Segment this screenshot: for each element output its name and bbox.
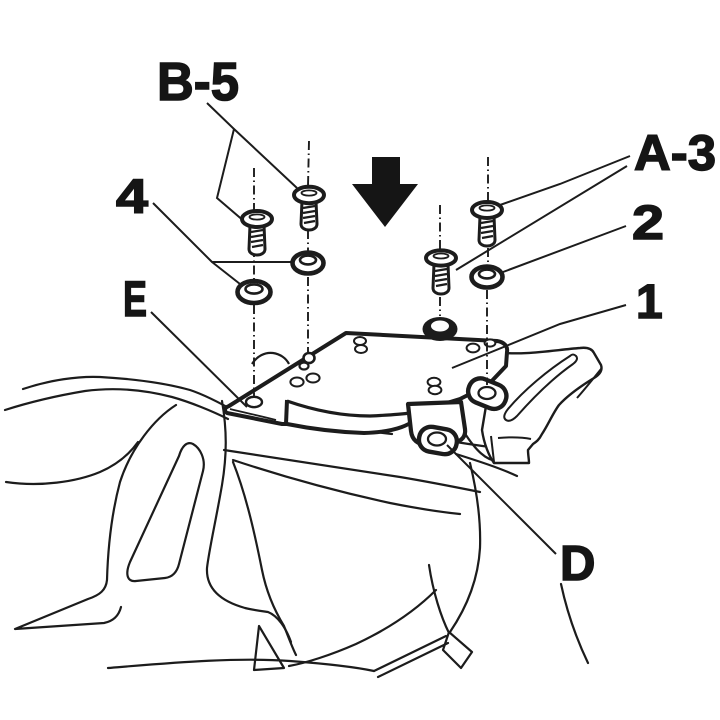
svg-text:B-5: B-5 [157,52,239,112]
svg-text:4: 4 [116,171,148,224]
svg-text:A-3: A-3 [634,125,716,181]
svg-text:E: E [123,271,147,327]
svg-text:2: 2 [632,197,664,250]
svg-text:1: 1 [636,276,663,329]
svg-text:D: D [560,537,595,591]
